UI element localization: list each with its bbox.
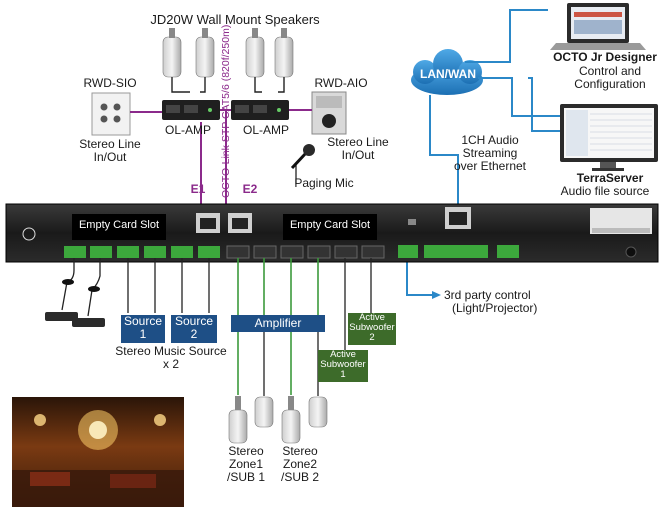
laptop-icon [550,3,646,50]
zone2-line-2: Zone2 [282,457,318,471]
active-sub2-line-1: Active [359,312,385,323]
zone2-line-1: Stereo [282,444,318,458]
designer-sub-2: Configuration [574,77,646,91]
rwd-aio-plate [311,91,347,135]
source-2-line-2: 2 [190,327,198,341]
card-slot-right: Empty Card Slot [283,219,377,231]
source-2-line-1: Source [174,314,214,328]
server-sub: Audio file source [560,184,650,198]
speaker-icon [195,28,215,78]
lan-wan-cloud-icon [411,49,483,95]
rwd-aio-label: RWD-AIO [314,76,368,90]
stereo-music-2: x 2 [162,357,179,371]
active-sub2-line-3: 2 [369,332,375,343]
speaker-icon [281,396,301,444]
ol-amp-left [162,100,220,120]
third-party-line-1: 3rd party control [444,288,531,302]
source-1-line-1: Source [123,314,163,328]
paging-mic-label: Paging Mic [294,176,354,190]
active-subwoofer-2-box: Active Subwoofer 2 [348,313,396,345]
rwd-sio-label: RWD-SIO [83,76,137,90]
server-monitor-icon [560,104,658,171]
ol-amp-left-label: OL-AMP [164,123,211,137]
gooseneck-mic-icon [45,279,78,321]
speaker-icon [245,28,265,78]
speaker-icon [228,396,248,444]
stereo-line-right-2: In/Out [341,148,375,162]
zone1-line-2: Zone1 [228,457,264,471]
amplifier-box: Amplifier [231,315,325,332]
active-sub2-line-2: Subwoofer [349,322,395,333]
octo-link-cable-label: OCTO-Link STP CAT5/6 (820f/250m) [220,24,232,198]
designer-sub-1: Control and [578,64,642,78]
paging-mic-icon [290,144,315,184]
rwd-sio-plate [91,92,131,136]
active-sub1-line-1: Active [330,349,356,360]
designer-title: OCTO Jr Designer [553,50,657,64]
octo-jr-device [5,203,659,263]
e2-label: E2 [242,182,258,196]
gooseneck-mic-icon [72,286,105,327]
source-2-box: Source 2 [171,315,217,343]
stereo-line-left-1: Stereo Line [79,137,141,151]
lan-wan-label: LAN/WAN [420,67,476,81]
third-party-line-2: (Light/Projector) [452,301,538,315]
source-1-line-2: 1 [139,327,147,341]
source-1-box: Source 1 [121,315,165,343]
speaker-icon [274,28,294,78]
streaming-line-3: over Ethernet [453,159,527,173]
active-sub1-line-3: 1 [340,369,346,380]
stereo-line-left-2: In/Out [93,150,127,164]
speaker-icon [162,28,182,78]
stereo-music-1: Stereo Music Source [115,344,227,358]
card-slot-left: Empty Card Slot [72,219,166,231]
zone2-line-3: /SUB 2 [280,470,319,484]
active-sub1-line-2: Subwoofer [320,359,366,370]
speakers-title: JD20W Wall Mount Speakers [150,12,320,27]
ol-amp-right-label: OL-AMP [242,123,289,137]
zone1-line-1: Stereo [228,444,264,458]
e1-label: E1 [190,182,206,196]
streaming-line-1: 1CH Audio [461,133,519,147]
server-title: TerraServer [576,171,644,185]
active-subwoofer-1-box: Active Subwoofer 1 [318,350,368,382]
venue-photo [12,397,184,507]
ol-amp-right [231,100,289,120]
stereo-line-right-1: Stereo Line [327,135,389,149]
streaming-line-2: Streaming [462,146,518,160]
speaker-icon [254,396,274,428]
speaker-icon [308,396,328,428]
zone1-line-3: /SUB 1 [226,470,265,484]
